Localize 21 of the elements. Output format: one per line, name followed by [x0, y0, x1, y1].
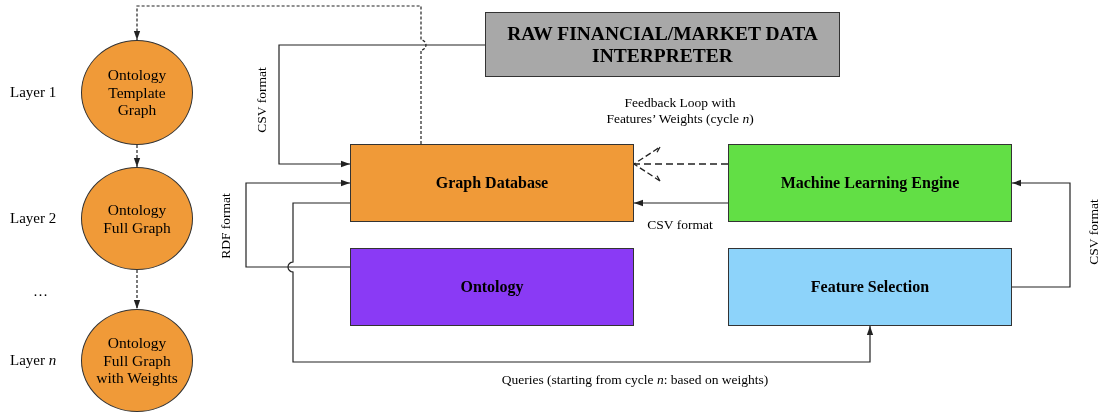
arrow: [133, 5, 427, 145]
ellipsis-label: …: [33, 283, 48, 300]
process-box: Machine Learning Engine: [728, 144, 1012, 222]
ontology-circle: Ontology Template Graph: [81, 40, 193, 145]
edge-label: Feedback Loop with Features’ Weights (cycle n): [605, 94, 755, 128]
process-box: Ontology: [350, 248, 634, 326]
layer-label: Layer 2: [10, 210, 57, 227]
arrow: [1011, 179, 1071, 288]
layer-label: Layer n: [10, 352, 57, 369]
arrow: [133, 144, 141, 168]
ontology-circle: Ontology Full Graph: [81, 167, 193, 270]
arrow: [133, 269, 141, 310]
process-box: Feature Selection: [728, 248, 1012, 326]
layer-label: Layer 1: [10, 84, 57, 101]
title-box: RAW FINANCIAL/MARKET DATA INTERPRETER: [485, 12, 840, 77]
arrow: [287, 202, 874, 363]
ontology-circle: Ontology Full Graph with Weights: [81, 309, 193, 412]
process-box: Graph Database: [350, 144, 634, 222]
arrow: [278, 44, 486, 168]
arrow: [245, 179, 351, 268]
arrow: [633, 199, 729, 207]
